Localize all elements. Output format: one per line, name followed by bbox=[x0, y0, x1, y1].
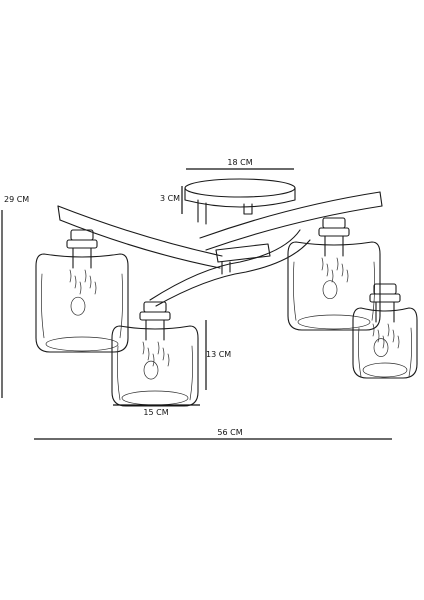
dimension-total-height: 29 CM bbox=[1, 195, 29, 398]
label-total-height: 29 CM bbox=[4, 195, 29, 204]
dimension-shade-height: 13 CM bbox=[205, 320, 231, 390]
lamp-shade-far-right bbox=[352, 283, 418, 379]
label-top-height: 3 CM bbox=[160, 194, 180, 203]
dimension-top-width: 18 CM bbox=[186, 158, 294, 170]
label-shade-height: 13 CM bbox=[206, 350, 231, 359]
lamp-shade-left bbox=[35, 229, 129, 353]
ceiling-canopy bbox=[184, 178, 296, 225]
label-top-width: 18 CM bbox=[227, 158, 252, 167]
dimension-shade-width: 15 CM bbox=[113, 404, 200, 417]
dimension-total-width: 56 CM bbox=[34, 428, 392, 440]
curved-arms bbox=[57, 191, 383, 307]
label-total-width: 56 CM bbox=[217, 428, 242, 437]
dimension-top-height: 3 CM bbox=[160, 186, 183, 214]
label-shade-width: 15 CM bbox=[143, 408, 168, 417]
lamp-shade-right bbox=[287, 217, 381, 331]
lamp-shade-center bbox=[111, 301, 199, 407]
